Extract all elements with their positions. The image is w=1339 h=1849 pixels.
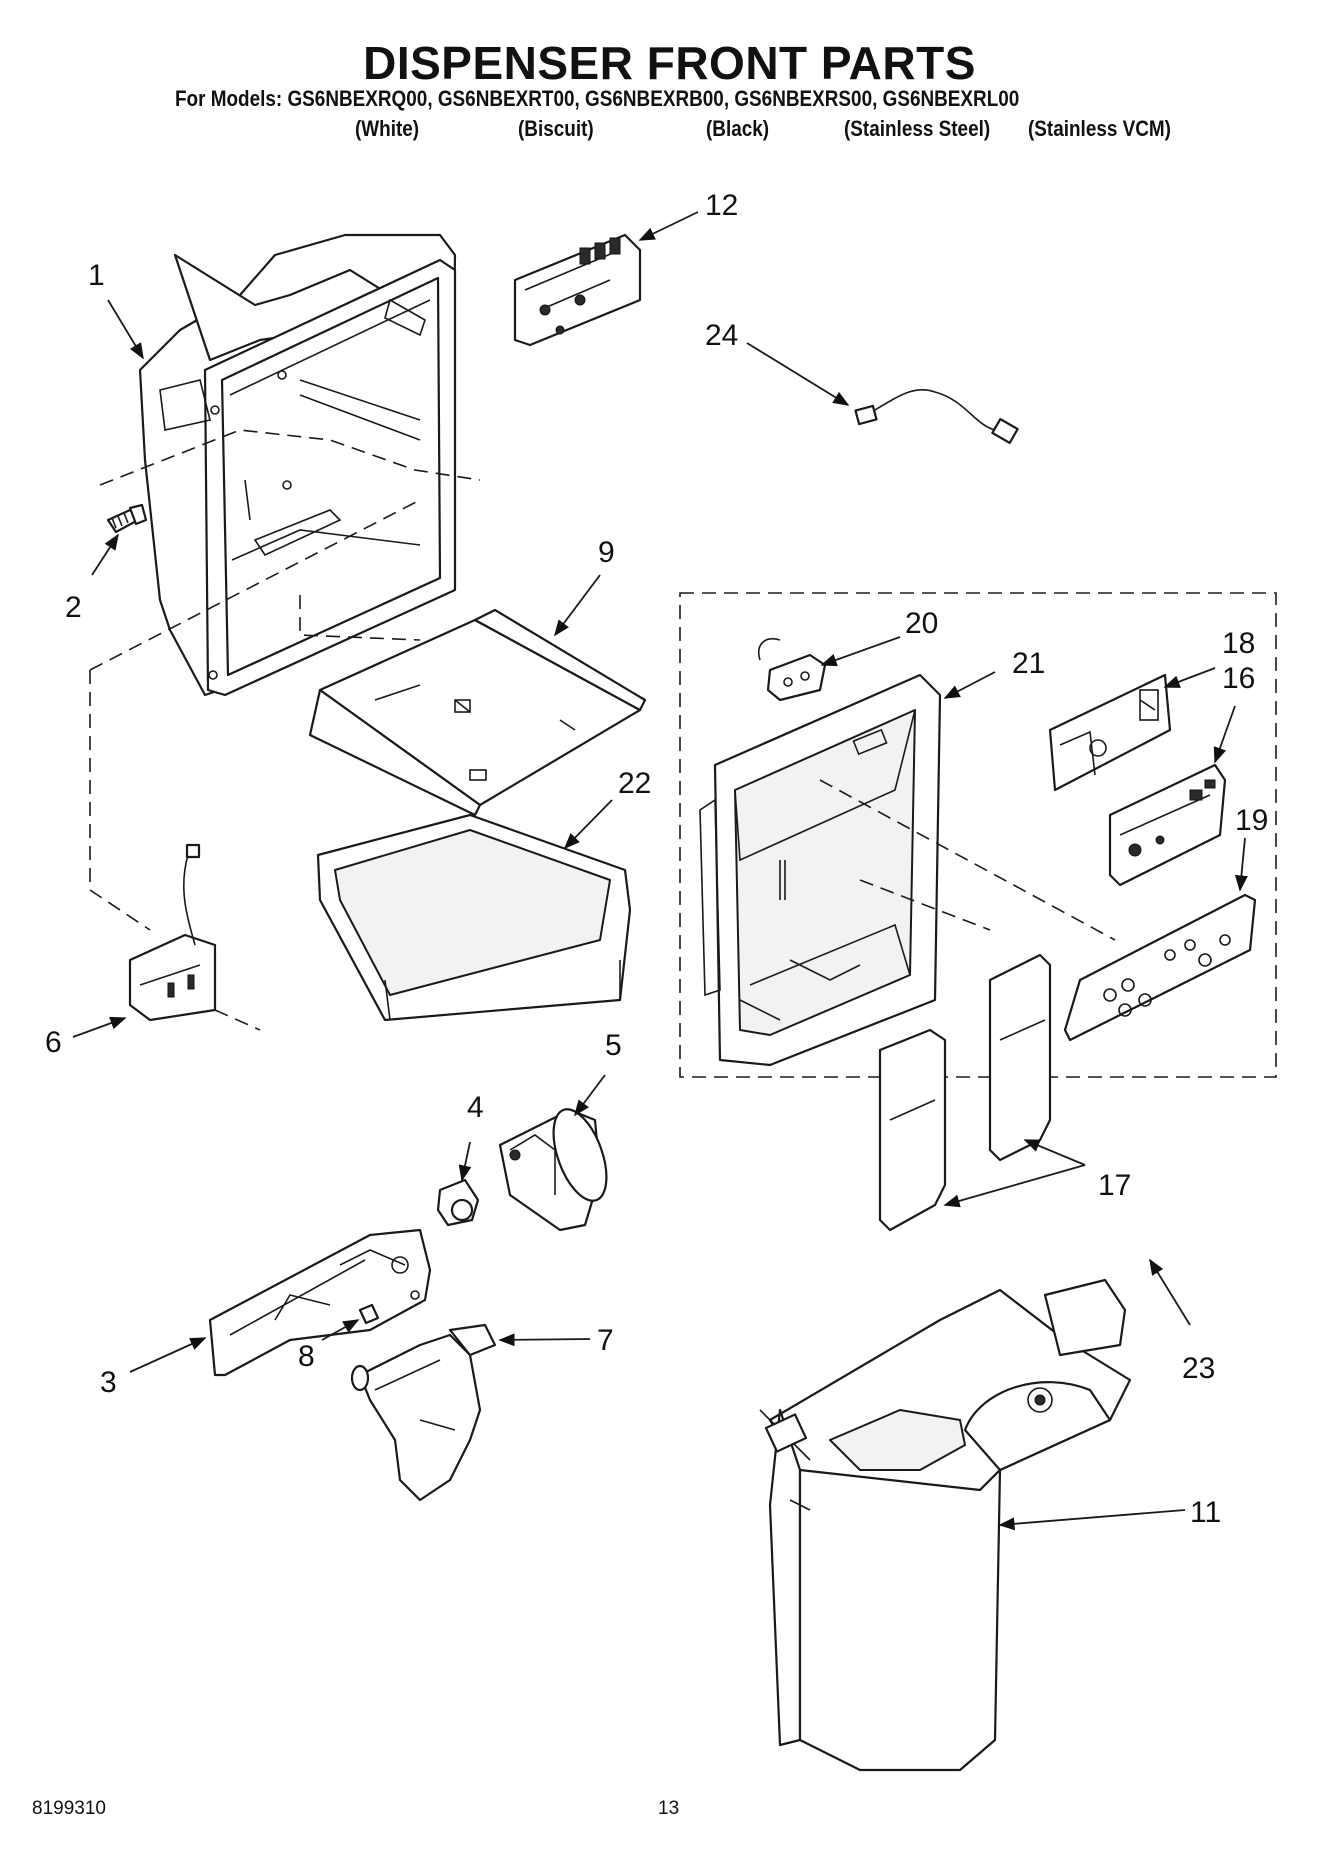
callout-19: 19 xyxy=(1235,804,1268,837)
callout-5: 5 xyxy=(605,1029,622,1062)
callout-2: 2 xyxy=(65,591,82,624)
callout-16: 16 xyxy=(1222,662,1255,695)
assembly-23-boundary xyxy=(679,592,1277,1078)
callout-11: 11 xyxy=(1190,1496,1221,1529)
callout-20: 20 xyxy=(905,607,938,640)
callout-9: 9 xyxy=(598,536,615,569)
part-19-control-overlay xyxy=(1063,893,1257,1042)
part-8-pin xyxy=(358,1303,380,1325)
finish-stainless-vcm: (Stainless VCM) xyxy=(1028,116,1171,141)
part-7-lever-arm xyxy=(350,1323,497,1502)
part-2-screw xyxy=(106,503,148,534)
part-3-bracket xyxy=(208,1228,432,1377)
part-18-bracket xyxy=(1048,673,1172,792)
assembly-lines xyxy=(89,429,1116,1031)
callout-labels: 1 2 3 4 5 6 7 8 9 11 12 16 17 18 19 20 2… xyxy=(45,189,1268,1529)
callout-1: 1 xyxy=(88,259,105,292)
part-17-paddles xyxy=(878,953,1052,1232)
callout-4: 4 xyxy=(467,1091,484,1124)
callout-24: 24 xyxy=(705,319,738,352)
callout-22: 22 xyxy=(618,767,651,800)
finish-biscuit: (Biscuit) xyxy=(518,116,594,141)
part-22-drip-tray xyxy=(316,813,632,1022)
part-6-switch xyxy=(128,843,217,1022)
callout-12: 12 xyxy=(705,189,738,222)
part-5-motor xyxy=(498,1108,608,1232)
leader-lines xyxy=(72,211,1248,1531)
part-1-housing xyxy=(138,233,457,697)
part-9-tray xyxy=(308,608,647,817)
page-number: 13 xyxy=(658,1798,680,1819)
callout-18: 18 xyxy=(1222,627,1255,660)
part-12-control-board xyxy=(513,233,642,347)
part-4-actuator xyxy=(436,1178,480,1227)
part-11-ice-chute xyxy=(759,1278,1132,1772)
finish-black: (Black) xyxy=(706,116,770,141)
models-line: For Models: GS6NBEXRQ00, GS6NBEXRT00, GS… xyxy=(175,86,1020,111)
callout-3: 3 xyxy=(100,1366,117,1399)
part-16-pc-board xyxy=(1108,763,1227,887)
finish-white: (White) xyxy=(355,116,420,141)
callout-23: 23 xyxy=(1182,1352,1215,1385)
doc-number: 8199310 xyxy=(32,1798,106,1819)
finish-stainless-steel: (Stainless Steel) xyxy=(844,116,991,141)
page-title: DISPENSER FRONT PARTS xyxy=(363,37,976,89)
part-24-wire-harness xyxy=(854,388,1019,445)
part-20-sensor xyxy=(758,638,827,702)
callout-21: 21 xyxy=(1012,647,1045,680)
callout-8: 8 xyxy=(298,1340,315,1373)
callout-6: 6 xyxy=(45,1026,62,1059)
part-21-dispenser-frame xyxy=(699,673,942,1067)
callout-7: 7 xyxy=(597,1324,614,1357)
callout-17: 17 xyxy=(1098,1169,1131,1202)
